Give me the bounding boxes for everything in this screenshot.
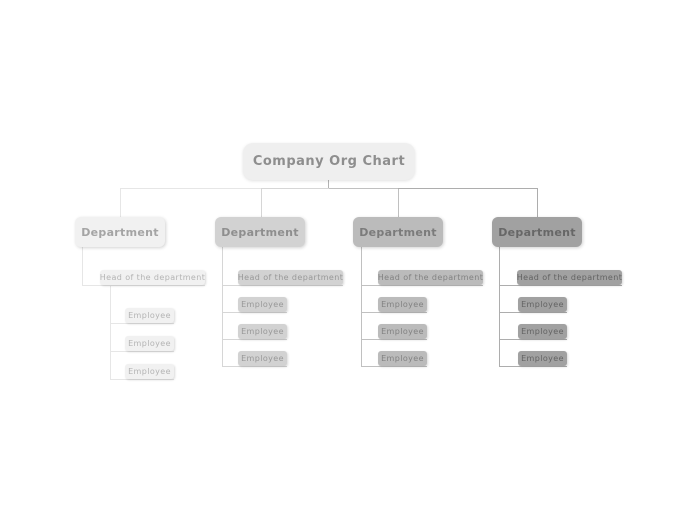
- employee-label: Employee: [128, 311, 171, 320]
- connector-stub-emp: [110, 323, 174, 324]
- head-label: Head of the department: [99, 273, 206, 282]
- head-node-3[interactable]: Head of the department: [378, 270, 483, 285]
- connector-drop-dept-4: [537, 188, 538, 217]
- connector-bus-dept-3: [329, 188, 398, 189]
- connector-trunk-dept-4: [499, 247, 500, 367]
- employee-node[interactable]: Employee: [238, 297, 287, 312]
- department-label: Department: [359, 225, 437, 239]
- connector-stub-emp: [499, 312, 567, 313]
- employee-label: Employee: [521, 300, 564, 309]
- root-node-label: Company Org Chart: [252, 154, 406, 169]
- connector-stub-emp: [222, 312, 287, 313]
- employee-node[interactable]: Employee: [125, 308, 174, 323]
- head-label: Head of the department: [237, 273, 344, 282]
- connector-trunk-head-1: [110, 285, 111, 380]
- department-node-3[interactable]: Department: [353, 217, 443, 247]
- connector-trunk-dept-2: [222, 247, 223, 367]
- employee-label: Employee: [521, 327, 564, 336]
- head-label: Head of the department: [377, 273, 484, 282]
- employee-label: Employee: [128, 367, 171, 376]
- connector-bus-dept-4: [398, 188, 537, 189]
- employee-label: Employee: [381, 354, 424, 363]
- employee-label: Employee: [128, 339, 171, 348]
- connector-bus-dept-1: [120, 188, 329, 189]
- employee-node[interactable]: Employee: [378, 351, 427, 366]
- connector-stub-emp: [499, 339, 567, 340]
- employee-node[interactable]: Employee: [518, 324, 567, 339]
- connector-stub-head-3: [361, 285, 483, 286]
- connector-stub-head-2: [222, 285, 343, 286]
- employee-node[interactable]: Employee: [378, 297, 427, 312]
- root-node-company-org-chart[interactable]: Company Org Chart: [243, 143, 415, 180]
- employee-label: Employee: [241, 354, 284, 363]
- connector-stub-emp: [222, 339, 287, 340]
- employee-label: Employee: [241, 327, 284, 336]
- connector-stub-head-1: [82, 285, 205, 286]
- employee-label: Employee: [381, 327, 424, 336]
- department-node-2[interactable]: Department: [215, 217, 305, 247]
- employee-label: Employee: [521, 354, 564, 363]
- employee-node[interactable]: Employee: [125, 336, 174, 351]
- connector-drop-dept-1: [120, 188, 121, 217]
- connector-stub-head-4: [499, 285, 622, 286]
- head-label: Head of the department: [516, 273, 623, 282]
- connector-stub-emp: [110, 351, 174, 352]
- connector-root-stub: [328, 180, 329, 189]
- employee-node[interactable]: Employee: [125, 364, 174, 379]
- head-node-2[interactable]: Head of the department: [238, 270, 343, 285]
- department-node-1[interactable]: Department: [75, 217, 165, 247]
- connector-trunk-dept-1: [82, 247, 83, 286]
- department-label: Department: [81, 225, 159, 239]
- connector-stub-emp: [361, 366, 427, 367]
- employee-node[interactable]: Employee: [518, 297, 567, 312]
- connector-stub-emp: [110, 379, 174, 380]
- department-label: Department: [498, 225, 576, 239]
- connector-stub-emp: [361, 339, 427, 340]
- connector-stub-emp: [361, 312, 427, 313]
- connector-drop-dept-3: [398, 188, 399, 217]
- employee-node[interactable]: Employee: [518, 351, 567, 366]
- head-node-4[interactable]: Head of the department: [517, 270, 622, 285]
- connector-drop-dept-2: [261, 188, 262, 217]
- head-node-1[interactable]: Head of the department: [100, 270, 205, 285]
- employee-node[interactable]: Employee: [378, 324, 427, 339]
- connector-stub-emp: [499, 366, 567, 367]
- employee-label: Employee: [381, 300, 424, 309]
- employee-label: Employee: [241, 300, 284, 309]
- connector-bus-dept-2: [261, 188, 329, 189]
- connector-trunk-dept-3: [361, 247, 362, 367]
- department-label: Department: [221, 225, 299, 239]
- connector-stub-emp: [222, 366, 287, 367]
- employee-node[interactable]: Employee: [238, 324, 287, 339]
- department-node-4[interactable]: Department: [492, 217, 582, 247]
- employee-node[interactable]: Employee: [238, 351, 287, 366]
